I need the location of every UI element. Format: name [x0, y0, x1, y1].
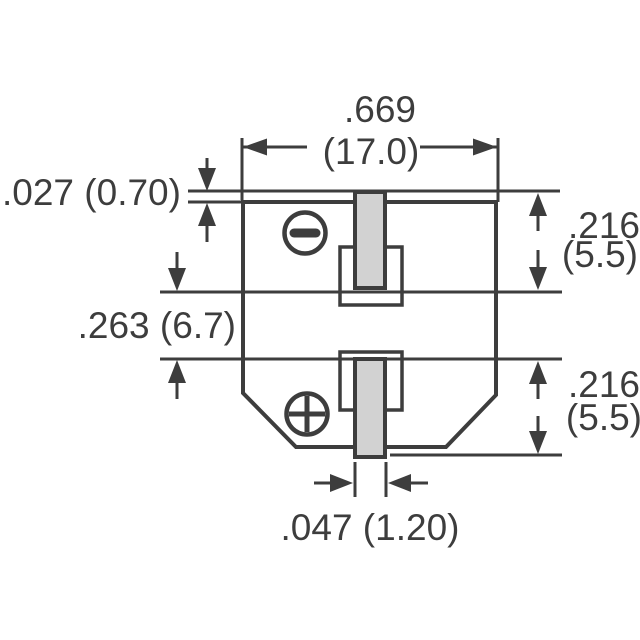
bottom-terminal-pad [353, 357, 387, 459]
arrowhead-up-icon [168, 360, 186, 383]
dim-label-width-mm: (17.0) [323, 131, 420, 172]
dim-label-bottom-pad-mm: (5.5) [566, 397, 640, 438]
arrowhead-left-icon [388, 474, 411, 492]
arrowhead-up-icon [529, 361, 547, 384]
arrowhead-down-icon [529, 267, 547, 290]
dim-label-top-pad-mm: (5.5) [562, 234, 638, 275]
arrowhead-down-icon [529, 431, 547, 454]
dim-arrow-top-pad [529, 193, 547, 290]
arrowhead-right-icon [330, 474, 353, 492]
arrowhead-right-icon [473, 138, 497, 156]
dim-label-top-pad-inch: .216 [568, 205, 640, 246]
dim-arrow-width [243, 138, 497, 156]
arrowhead-left-icon [243, 138, 267, 156]
arrowhead-up-icon [198, 203, 216, 226]
arrowhead-up-icon [529, 193, 547, 216]
arrowhead-down-icon [198, 168, 216, 191]
dim-arrow-center-gap [168, 252, 186, 399]
dim-label-width-inch: .669 [344, 89, 416, 130]
dim-label-terminal-width: .047 (1.20) [281, 507, 460, 548]
top-terminal-pad [353, 190, 387, 290]
minus-circle-icon [282, 210, 328, 256]
arrowhead-down-icon [168, 268, 186, 291]
dim-label-center-gap: .263 (6.7) [78, 305, 236, 346]
dim-arrow-terminal-width [314, 462, 428, 497]
dim-arrow-rim-offset [198, 158, 216, 242]
component-body-outline [241, 200, 498, 449]
dim-label-rim-offset: .027 (0.70) [2, 172, 181, 213]
dim-label-bottom-pad-inch: .216 [568, 364, 640, 405]
plus-circle-icon [284, 391, 330, 437]
dim-arrow-bottom-pad [529, 361, 547, 454]
